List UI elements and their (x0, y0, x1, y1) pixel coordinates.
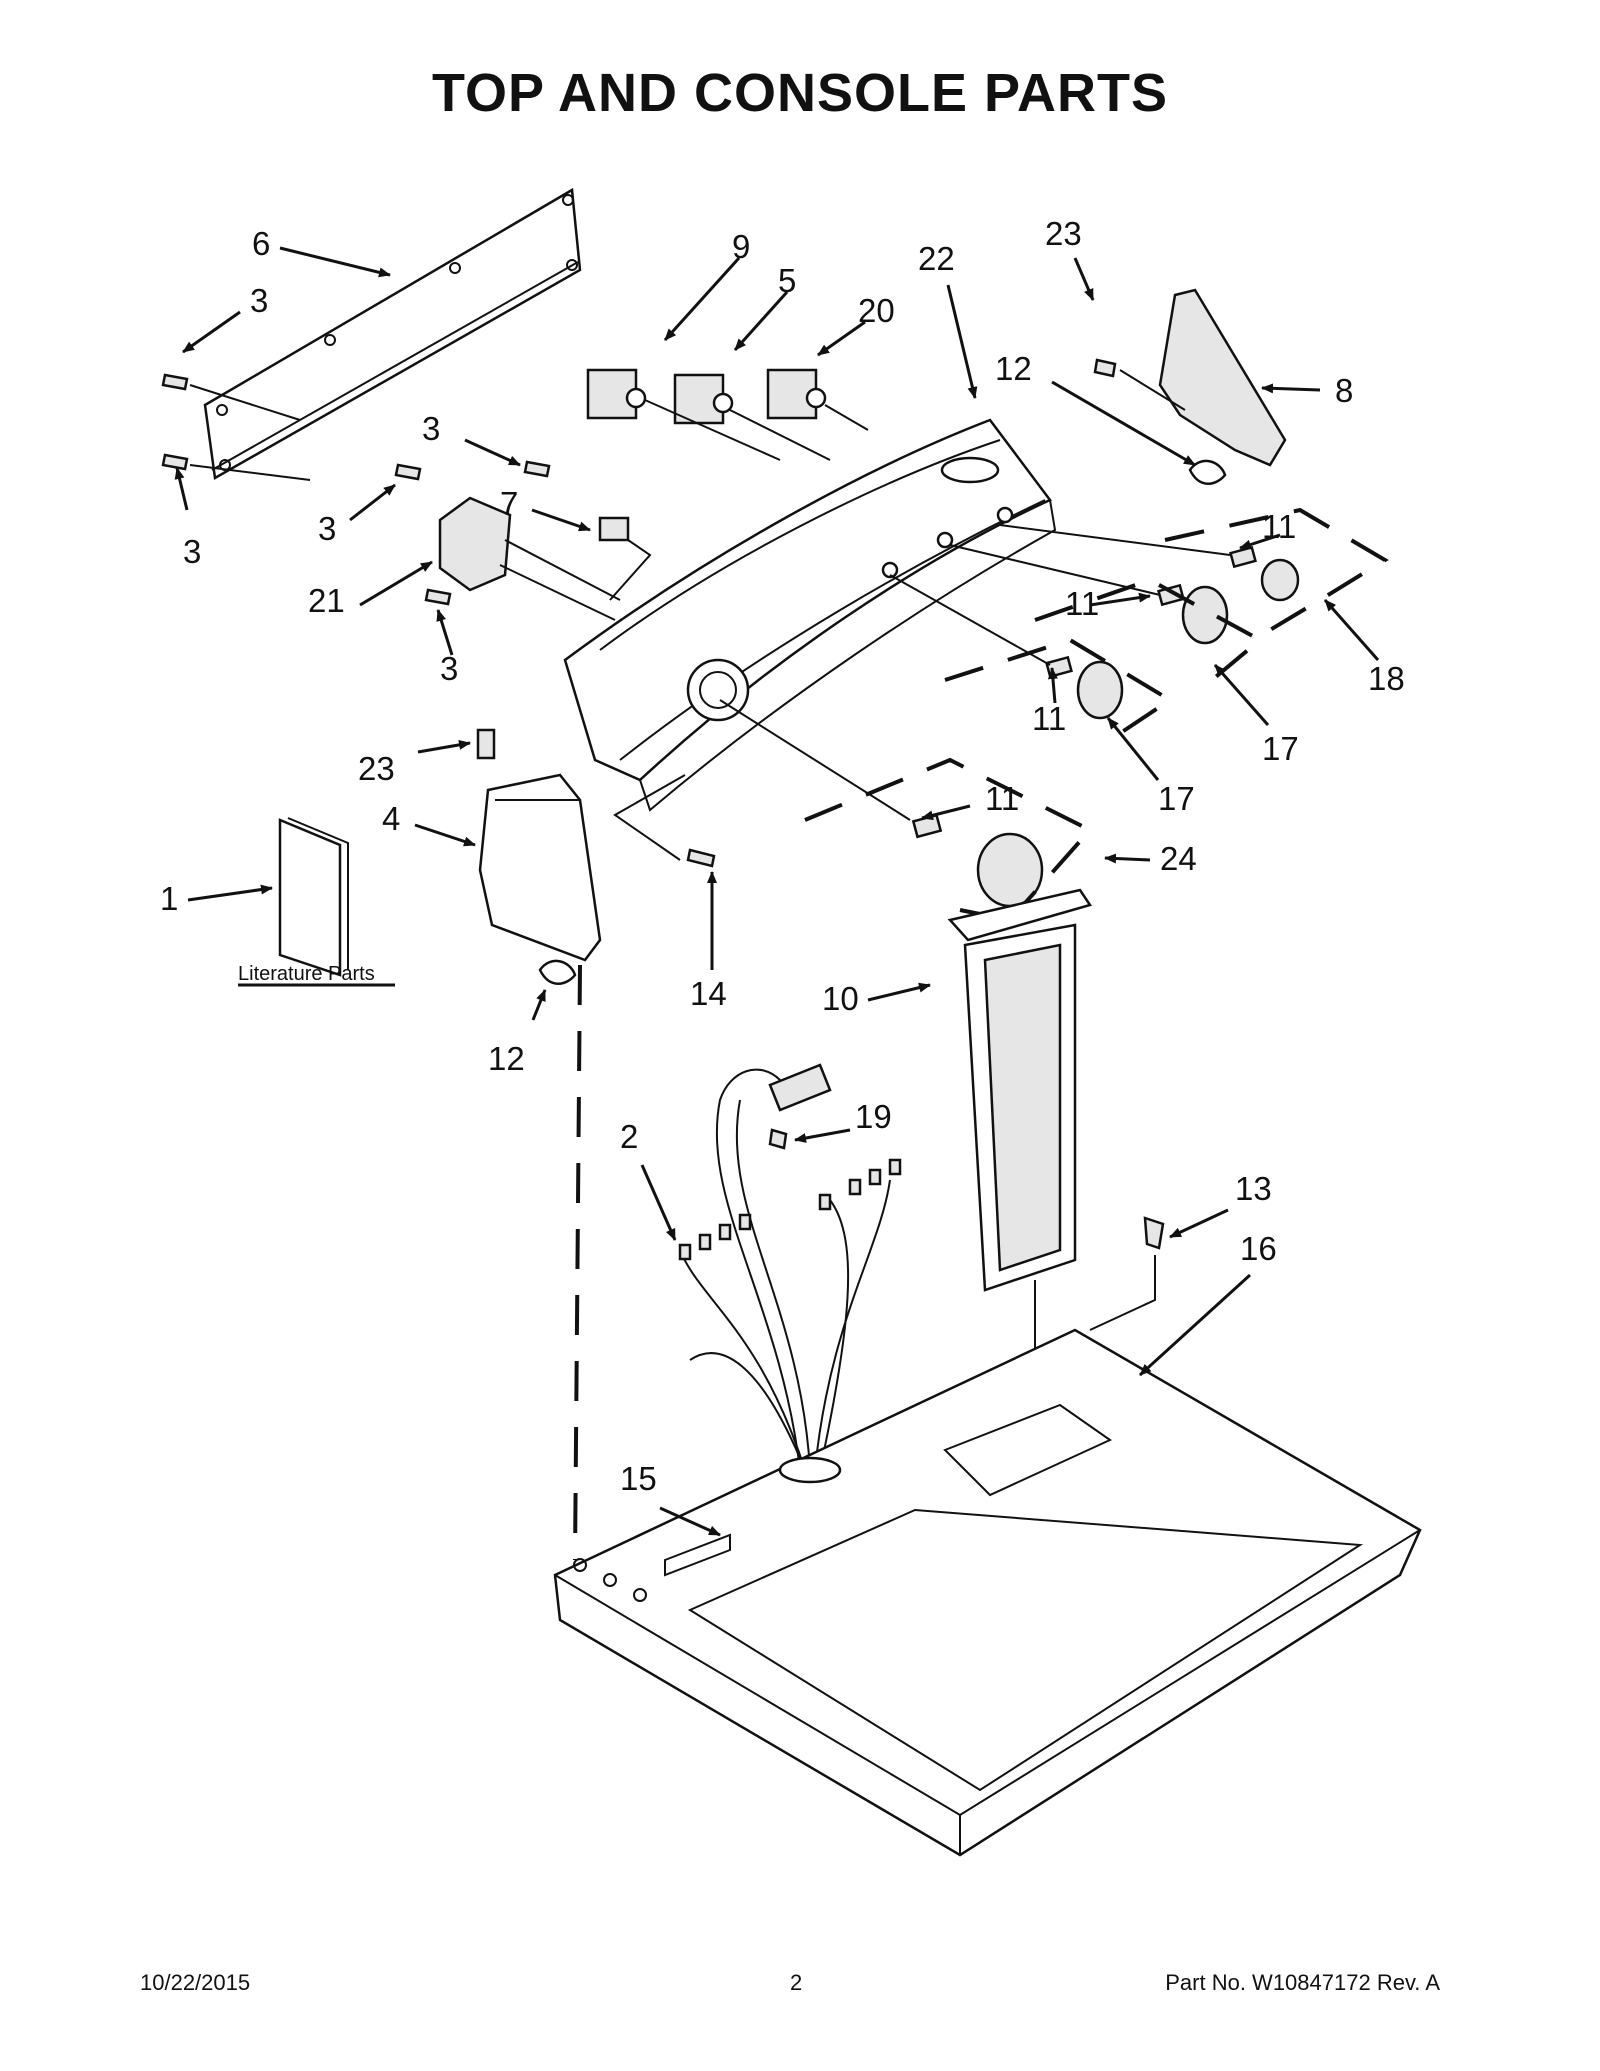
dashed-outline (573, 964, 582, 1561)
callout-6: 6 (252, 225, 270, 262)
callout-8: 8 (1335, 372, 1353, 409)
callout-11: 11 (985, 780, 1019, 817)
callout-11: 11 (1262, 508, 1296, 545)
callout-18: 18 (1368, 660, 1405, 697)
screw-part (1143, 1216, 1165, 1250)
callout-labels: 6 3 3 3 3 3 7 21 9 5 20 22 23 12 8 11 11… (160, 215, 1405, 1497)
callout-23: 23 (358, 750, 395, 787)
callout-3: 3 (422, 410, 440, 447)
callout-7: 7 (500, 485, 518, 522)
callout-22: 22 (918, 240, 955, 277)
page-title: TOP AND CONSOLE PARTS (431, 63, 1169, 123)
callout-21: 21 (308, 582, 345, 619)
callout-9: 9 (732, 228, 750, 265)
callout-12: 12 (488, 1040, 525, 1077)
callout-3: 3 (183, 533, 201, 570)
callout-20: 20 (858, 292, 895, 329)
lint-screen-part (947, 888, 1092, 1400)
wire-harness-part (678, 1063, 902, 1471)
callout-1: 1 (160, 880, 178, 917)
screw-part (686, 848, 716, 868)
callout-17: 17 (1158, 780, 1195, 817)
callout-2: 2 (620, 1118, 638, 1155)
callout-3: 3 (250, 282, 268, 319)
callout-17: 17 (1262, 730, 1299, 767)
callout-13: 13 (1235, 1170, 1272, 1207)
callout-11: 11 (1065, 585, 1099, 622)
valve-part (586, 368, 869, 461)
callout-14: 14 (690, 975, 727, 1012)
timer-part (438, 496, 652, 621)
callout-3: 3 (318, 510, 336, 547)
bracket-part (1093, 288, 1287, 485)
callout-arrows (174, 246, 1380, 1537)
callout-12: 12 (995, 350, 1032, 387)
callout-10: 10 (822, 980, 859, 1017)
callout-23: 23 (1045, 215, 1082, 252)
footer-part-number: Part No. W10847172 Rev. A (1165, 1970, 1440, 1995)
callout-16: 16 (1240, 1230, 1277, 1267)
callout-3: 3 (440, 650, 458, 687)
screw-part (161, 373, 551, 606)
callout-19: 19 (855, 1098, 892, 1135)
callout-24: 24 (1160, 840, 1197, 877)
callout-15: 15 (620, 1460, 657, 1497)
callout-5: 5 (778, 262, 796, 299)
footer-date: 10/22/2015 (140, 1970, 251, 1995)
callout-4: 4 (382, 800, 400, 837)
top-panel-part (553, 1328, 1422, 1857)
callout-11: 11 (1032, 700, 1066, 737)
footer-page-number: 2 (790, 1970, 803, 1995)
end-cap-part (476, 728, 602, 985)
literature-booklet (278, 817, 349, 977)
dashed-outline (804, 507, 1389, 923)
console-panel-part (563, 418, 1057, 812)
literature-parts-label: Literature Parts (238, 963, 375, 985)
